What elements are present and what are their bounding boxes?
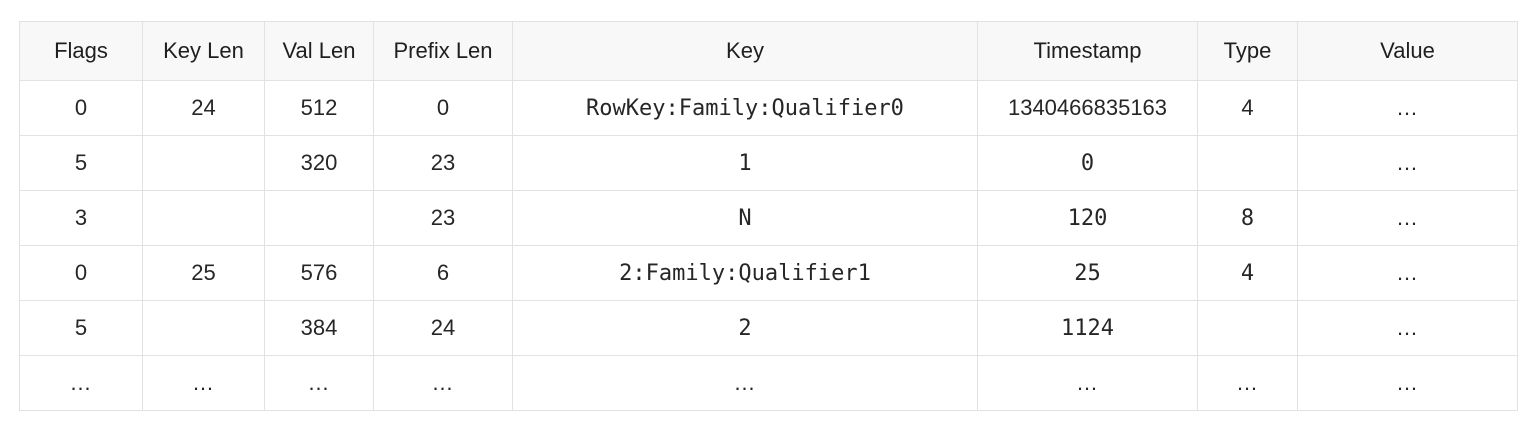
cell-flags: 0 [19,80,143,136]
cell-val-len [264,190,374,246]
column-header-prefix-len: Prefix Len [373,21,513,81]
cell-timestamp: 0 [977,135,1198,191]
cell-key-len [142,135,265,191]
cell-type: 8 [1197,190,1298,246]
cell-flags: 5 [19,135,143,191]
cell-value: … [1297,80,1518,136]
table-row: 0 24 512 0 RowKey:Family:Qualifier0 1340… [19,80,1518,136]
cell-key: 2 [512,300,978,356]
cell-timestamp: 120 [977,190,1198,246]
cell-value: … [1297,190,1518,246]
table-row: … … … … … … … … [19,355,1518,411]
cell-prefix-len: 24 [373,300,513,356]
cell-key: … [512,355,978,411]
table-body: 0 24 512 0 RowKey:Family:Qualifier0 1340… [19,80,1518,411]
column-header-value: Value [1297,21,1518,81]
cell-val-len: 512 [264,80,374,136]
hfile-key-value-layout-table: Flags Key Len Val Len Prefix Len Key Tim… [19,21,1518,411]
cell-key-len [142,190,265,246]
column-header-val-len: Val Len [264,21,374,81]
cell-timestamp: 25 [977,245,1198,301]
cell-key: N [512,190,978,246]
cell-val-len: 384 [264,300,374,356]
cell-val-len: 576 [264,245,374,301]
column-header-key: Key [512,21,978,81]
cell-key: RowKey:Family:Qualifier0 [512,80,978,136]
table-row: 0 25 576 6 2:Family:Qualifier1 25 4 … [19,245,1518,301]
cell-key: 2:Family:Qualifier1 [512,245,978,301]
table-header-row: Flags Key Len Val Len Prefix Len Key Tim… [19,21,1518,81]
cell-value: … [1297,355,1518,411]
cell-prefix-len: 23 [373,190,513,246]
cell-prefix-len: 6 [373,245,513,301]
cell-flags: 3 [19,190,143,246]
cell-prefix-len: … [373,355,513,411]
column-header-key-len: Key Len [142,21,265,81]
column-header-flags: Flags [19,21,143,81]
cell-prefix-len: 0 [373,80,513,136]
cell-flags: 5 [19,300,143,356]
cell-value: … [1297,135,1518,191]
cell-type [1197,300,1298,356]
cell-val-len: 320 [264,135,374,191]
cell-key-len: … [142,355,265,411]
column-header-type: Type [1197,21,1298,81]
table-container: Flags Key Len Val Len Prefix Len Key Tim… [19,21,1518,411]
cell-flags: … [19,355,143,411]
cell-key-len [142,300,265,356]
cell-key-len: 25 [142,245,265,301]
cell-type [1197,135,1298,191]
cell-type: 4 [1197,80,1298,136]
column-header-timestamp: Timestamp [977,21,1198,81]
table-header: Flags Key Len Val Len Prefix Len Key Tim… [19,21,1518,81]
table-row: 5 320 23 1 0 … [19,135,1518,191]
table-row: 3 23 N 120 8 … [19,190,1518,246]
cell-value: … [1297,300,1518,356]
cell-val-len: … [264,355,374,411]
cell-type: … [1197,355,1298,411]
cell-timestamp: 1340466835163 [977,80,1198,136]
table-row: 5 384 24 2 1124 … [19,300,1518,356]
cell-timestamp: 1124 [977,300,1198,356]
cell-prefix-len: 23 [373,135,513,191]
cell-type: 4 [1197,245,1298,301]
cell-flags: 0 [19,245,143,301]
cell-value: … [1297,245,1518,301]
cell-timestamp: … [977,355,1198,411]
cell-key: 1 [512,135,978,191]
cell-key-len: 24 [142,80,265,136]
